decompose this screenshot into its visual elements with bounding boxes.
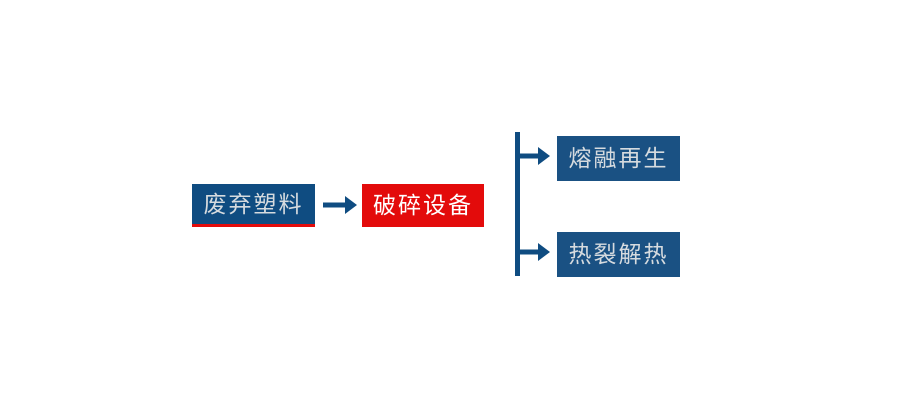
node-crusher-equipment-label: 破碎设备: [373, 192, 473, 218]
node-crusher-equipment[interactable]: 破碎设备: [362, 184, 484, 227]
arrow-right-glyph: [323, 196, 357, 214]
node-melt-regeneration[interactable]: 熔融再生: [557, 136, 680, 181]
split-bracket-glyph: [515, 132, 550, 276]
node-waste-plastic[interactable]: 废弃塑料: [192, 184, 315, 227]
node-pyrolysis-heat[interactable]: 热裂解热: [557, 232, 680, 277]
node-pyrolysis-heat-label: 热裂解热: [568, 241, 669, 267]
arrow-right-icon: [323, 190, 359, 220]
node-waste-plastic-label: 废弃塑料: [203, 190, 304, 217]
node-melt-regeneration-label: 熔融再生: [568, 145, 669, 171]
split-bracket-icon: [508, 128, 568, 280]
